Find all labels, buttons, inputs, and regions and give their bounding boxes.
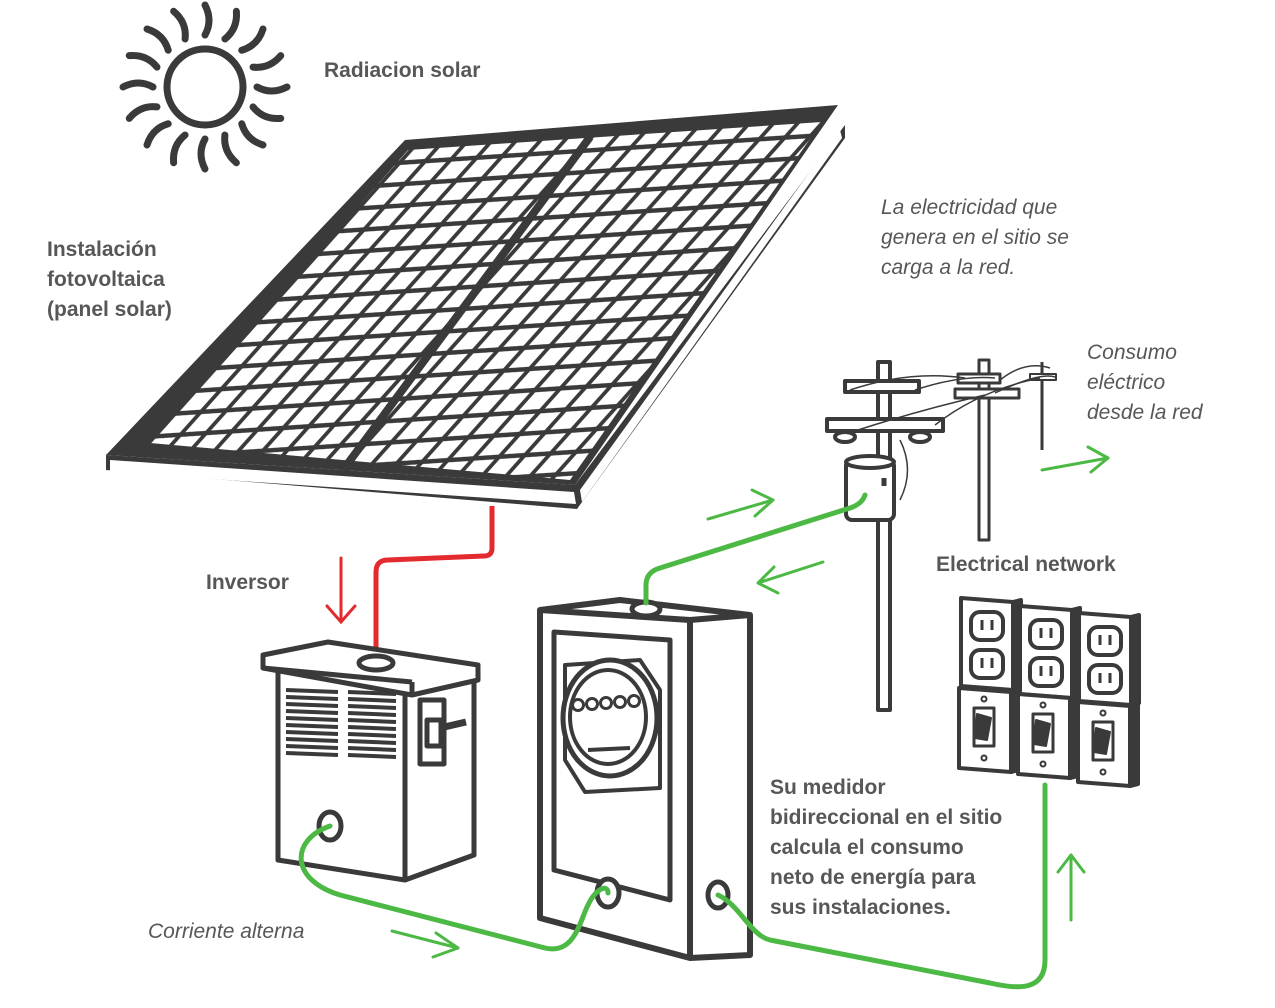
vent-slot bbox=[347, 732, 397, 738]
grid-consumption-note: Consumo eléctrico desde la red bbox=[1087, 338, 1203, 428]
sun-ray bbox=[170, 7, 189, 43]
vent-slot bbox=[347, 697, 397, 703]
meter-dial bbox=[585, 697, 599, 711]
grid-export-line-2: genera en el sitio se bbox=[881, 226, 1069, 249]
arrow-icon bbox=[325, 556, 357, 625]
pv-installation-label: Instalación fotovoltaica (panel solar) bbox=[47, 235, 172, 325]
electrical-network-label: Electrical network bbox=[936, 553, 1116, 576]
vent-slot bbox=[347, 718, 397, 724]
pv-installation-line-2: fotovoltaica bbox=[47, 268, 165, 291]
vent-slot bbox=[347, 725, 397, 731]
vent-slot bbox=[285, 751, 339, 757]
vent-slot bbox=[285, 730, 339, 736]
vent-slot bbox=[285, 709, 339, 715]
vent-slot bbox=[285, 744, 339, 750]
meter-note-line-1: Su medidor bbox=[770, 776, 886, 799]
sun-ray bbox=[125, 103, 161, 122]
meter-note: Su medidor bidireccional en el sitio cal… bbox=[770, 773, 1002, 923]
vent-slot bbox=[285, 702, 339, 708]
sun-ray bbox=[125, 51, 161, 71]
outlet-icon bbox=[959, 596, 1023, 692]
sun-ray bbox=[169, 131, 189, 167]
sun-ray bbox=[238, 120, 267, 149]
meter-dial bbox=[599, 696, 613, 710]
meter-dial bbox=[571, 698, 585, 712]
vent-slot bbox=[347, 690, 397, 696]
vent-slot bbox=[347, 711, 397, 717]
sun-ray bbox=[221, 7, 241, 43]
sun-ray bbox=[249, 103, 285, 123]
sun-ray bbox=[221, 131, 240, 167]
solar-radiation-label: Radiacion solar bbox=[324, 59, 481, 82]
vent-slot bbox=[347, 704, 397, 710]
sun-ray bbox=[143, 25, 172, 54]
arrow-icon bbox=[390, 445, 1110, 959]
sun-ray bbox=[119, 79, 157, 91]
meter-note-line-2: bidireccional en el sitio bbox=[770, 806, 1003, 829]
vent-slot bbox=[347, 753, 397, 759]
alternating-current-label: Corriente alterna bbox=[148, 920, 305, 943]
vent-slot bbox=[285, 723, 339, 729]
meter-note-line-3: calcula el consumo bbox=[770, 836, 964, 859]
switch-icon bbox=[1076, 700, 1140, 788]
inverter-label: Inversor bbox=[206, 571, 289, 594]
sun-ray bbox=[201, 1, 213, 39]
sun-ray bbox=[197, 135, 209, 173]
grid-export-note: La electricidad que genera en el sitio s… bbox=[881, 193, 1069, 283]
meter-note-line-4: neto de energía para bbox=[770, 866, 976, 889]
vent-slot bbox=[285, 737, 339, 743]
sun-ray bbox=[249, 52, 285, 71]
vent-slot bbox=[347, 746, 397, 752]
grid-export-line-1: La electricidad que bbox=[881, 196, 1058, 219]
outlet-icon bbox=[1018, 604, 1082, 700]
switch-icon bbox=[957, 686, 1021, 774]
sun-icon bbox=[119, 1, 291, 173]
outlet-icon bbox=[1077, 611, 1141, 707]
sun-ray bbox=[143, 120, 172, 149]
electrical-network-icon bbox=[957, 596, 1141, 788]
solar-panel-icon bbox=[106, 105, 845, 509]
grid-export-line-3: carga a la red. bbox=[881, 256, 1016, 279]
dc-wire bbox=[373, 506, 495, 662]
grid-consumption-line-3: desde la red bbox=[1087, 401, 1203, 424]
ac-wire bbox=[298, 492, 1048, 990]
vent-slot bbox=[285, 688, 339, 694]
bidirectional-meter-icon bbox=[537, 597, 753, 961]
meter-note-line-5: sus instalaciones. bbox=[770, 896, 951, 919]
pv-installation-line-3: (panel solar) bbox=[47, 298, 172, 321]
meter-dial bbox=[627, 694, 641, 708]
inverter-box-icon bbox=[260, 639, 481, 883]
vent-slot bbox=[347, 739, 397, 745]
pv-installation-line-1: Instalación bbox=[47, 238, 157, 261]
sun-ray bbox=[253, 83, 291, 95]
sun-ray bbox=[238, 25, 267, 54]
vent-slot bbox=[285, 695, 339, 701]
grid-consumption-line-1: Consumo bbox=[1087, 341, 1177, 364]
grid-consumption-line-2: eléctrico bbox=[1087, 371, 1166, 394]
vent-slot bbox=[285, 716, 339, 722]
switch-icon bbox=[1016, 692, 1080, 780]
meter-dial bbox=[613, 695, 627, 709]
